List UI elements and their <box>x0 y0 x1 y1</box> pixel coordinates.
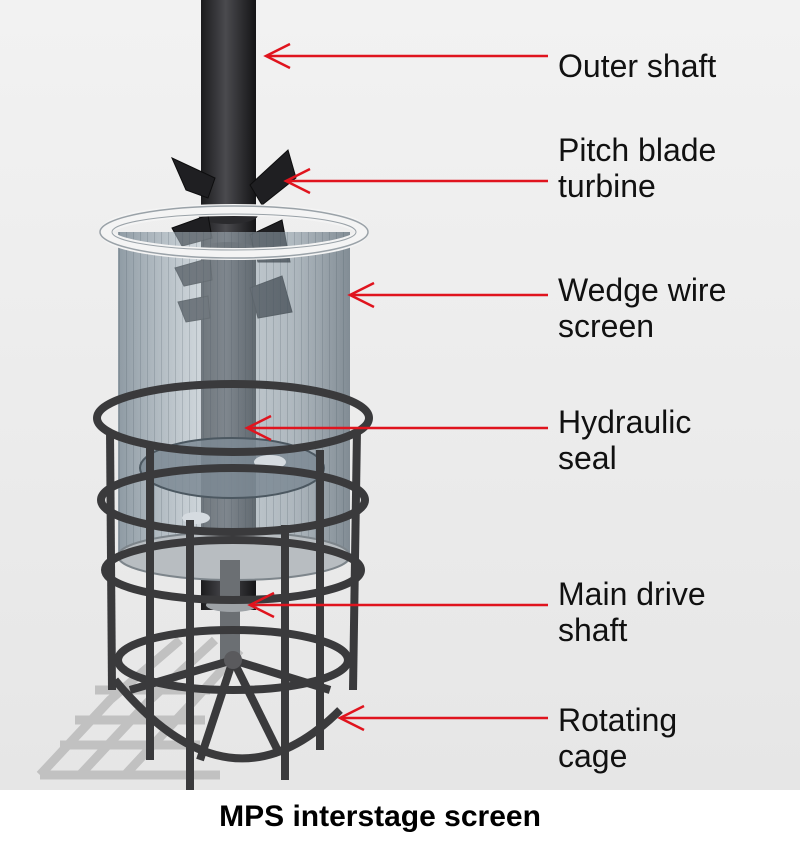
label-outer-shaft-line-1: Outer shaft <box>558 48 717 84</box>
label-hydraulic-seal: Hydraulic seal <box>558 404 691 476</box>
arrow-outer-shaft <box>263 42 548 70</box>
label-rotating-cage: Rotating cage <box>558 702 677 774</box>
label-main-drive-shaft: Main drive shaft <box>558 576 706 648</box>
label-pitch-blade-turbine-line-2: turbine <box>558 168 656 204</box>
label-rotating-cage-line-1: Rotating <box>558 702 678 738</box>
label-wedge-wire-screen-line-2: screen <box>558 308 655 344</box>
label-pitch-blade-turbine: Pitch blade turbine <box>558 132 716 204</box>
label-main-drive-shaft-line-1: Main drive <box>558 576 706 612</box>
label-main-drive-shaft-line-2: shaft <box>558 612 628 648</box>
label-pitch-blade-turbine-line-1: Pitch blade <box>558 132 717 168</box>
arrow-main-drive-shaft <box>247 591 548 619</box>
figure-caption: MPS interstage screen <box>219 800 541 833</box>
label-outer-shaft: Outer shaft <box>558 48 716 84</box>
arrow-pitch-blade-turbine <box>283 167 548 195</box>
label-wedge-wire-screen-line-1: Wedge wire <box>558 272 727 308</box>
arrow-wedge-wire-screen <box>347 281 548 309</box>
main-drive-shaft-body <box>220 560 240 665</box>
rotating-cage-frame <box>93 380 373 790</box>
arrow-rotating-cage <box>337 704 548 732</box>
arrow-hydraulic-seal <box>244 414 548 442</box>
label-hydraulic-seal-line-1: Hydraulic <box>558 404 692 440</box>
label-wedge-wire-screen: Wedge wire screen <box>558 272 726 344</box>
label-rotating-cage-line-2: cage <box>558 738 628 774</box>
callout-arrows <box>244 42 548 732</box>
label-hydraulic-seal-line-2: seal <box>558 440 617 476</box>
